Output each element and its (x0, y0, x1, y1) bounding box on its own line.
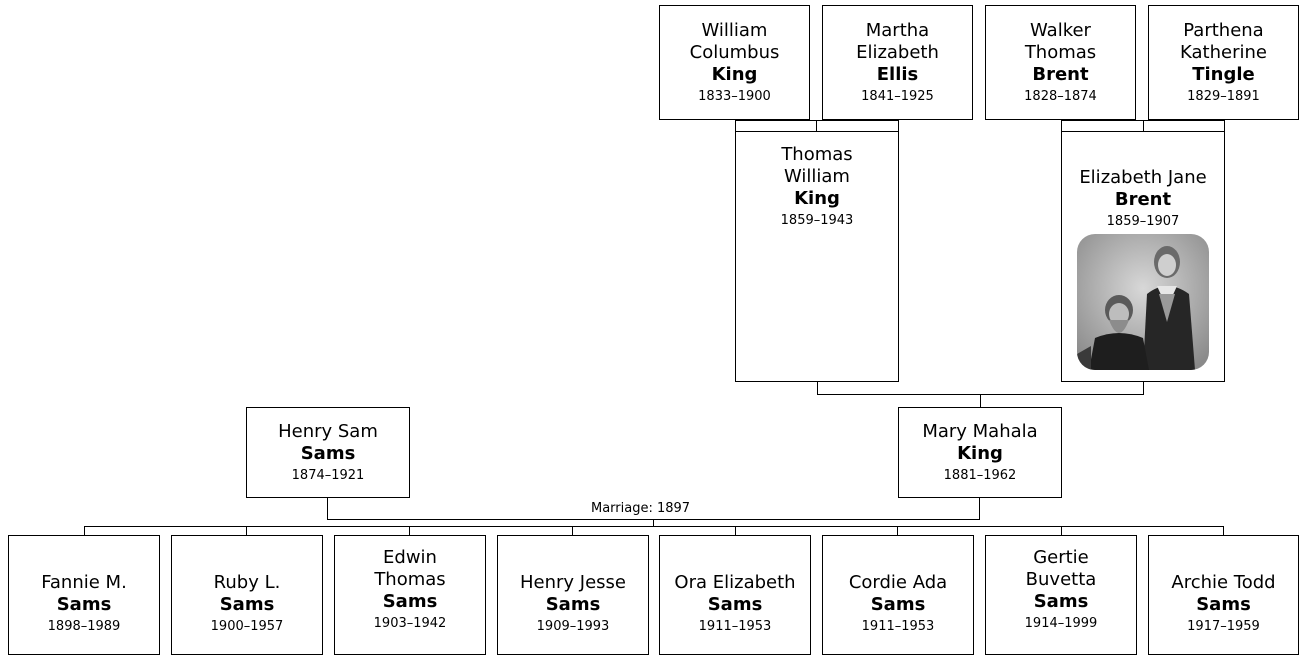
person-card-cordie-ada-sams[interactable]: Cordie Ada Sams 1911–1953 (822, 535, 974, 655)
person-lifespan: 1833–1900 (698, 89, 771, 104)
person-surname: Sams (1196, 594, 1251, 615)
person-surname: Tingle (1192, 64, 1255, 85)
person-lifespan: 1881–1962 (943, 468, 1017, 483)
person-lifespan: 1898–1989 (47, 619, 121, 634)
person-card-henry-jesse-sams[interactable]: Henry Jesse Sams 1909–1993 (497, 535, 649, 655)
person-surname: Sams (56, 594, 112, 615)
person-surname: King (957, 443, 1003, 464)
connector-line (898, 120, 899, 131)
connector-line (980, 394, 981, 407)
person-surname: Sams (219, 594, 275, 615)
person-card-elizabeth-jane-brent[interactable]: Elizabeth Jane Brent 1859–1907 (1061, 131, 1225, 382)
person-lifespan: 1828–1874 (1024, 89, 1097, 104)
person-given-name: Cordie Ada (848, 572, 948, 593)
person-surname: Sams (382, 591, 438, 612)
person-given-name: Elizabeth Jane (1079, 167, 1207, 188)
person-surname: King (794, 188, 840, 209)
person-given-name: Mary Mahala (922, 421, 1038, 442)
person-lifespan: 1917–1959 (1187, 619, 1260, 634)
person-surname: Ellis (876, 64, 919, 85)
person-lifespan: 1903–1942 (373, 616, 447, 631)
connector-line (572, 526, 573, 535)
person-card-parthena-katherine-tingle[interactable]: Parthena Katherine Tingle 1829–1891 (1148, 5, 1299, 120)
person-card-henry-sam-sams[interactable]: Henry Sam Sams 1874–1921 (246, 407, 410, 498)
person-lifespan: 1859–1907 (1106, 214, 1180, 229)
person-given-name: Parthena Katherine (1180, 20, 1267, 63)
connector-line (1061, 120, 1062, 131)
connector-line (1143, 120, 1144, 132)
person-lifespan: 1874–1921 (291, 468, 365, 483)
connector-line (817, 382, 818, 394)
person-card-william-columbus-king[interactable]: William Columbus King 1833–1900 (659, 5, 810, 120)
person-given-name: William Columbus (689, 20, 780, 63)
person-given-name: Walker Thomas (1024, 20, 1097, 63)
connector-line (979, 498, 980, 519)
connector-line (653, 519, 654, 526)
person-card-gertie-buvetta-sams[interactable]: Gertie Buvetta Sams 1914–1999 (985, 535, 1137, 655)
person-card-walker-thomas-brent[interactable]: Walker Thomas Brent 1828–1874 (985, 5, 1136, 120)
connector-line (246, 526, 247, 535)
marriage-label: Marriage: 1897 (589, 501, 693, 516)
connector-line (735, 120, 736, 131)
connector-line (897, 526, 898, 535)
person-given-name: Edwin Thomas (374, 547, 446, 590)
person-card-martha-elizabeth-ellis[interactable]: Martha Elizabeth Ellis 1841–1925 (822, 5, 973, 120)
person-given-name: Henry Sam (278, 421, 378, 442)
connector-line (1061, 526, 1062, 535)
person-surname: Sams (545, 594, 601, 615)
connector-line (409, 526, 410, 535)
person-lifespan: 1829–1891 (1187, 89, 1260, 104)
person-card-ora-elizabeth-sams[interactable]: Ora Elizabeth Sams 1911–1953 (659, 535, 811, 655)
person-given-name: Martha Elizabeth (856, 20, 939, 63)
person-given-name: Ruby L. (213, 572, 281, 593)
portrait-photo[interactable] (1077, 234, 1209, 370)
connector-line (84, 526, 1224, 527)
person-surname: Sams (1033, 591, 1089, 612)
person-given-name: Henry Jesse (519, 572, 626, 593)
person-given-name: Fannie M. (41, 572, 127, 593)
person-card-archie-todd-sams[interactable]: Archie Todd Sams 1917–1959 (1148, 535, 1299, 655)
person-card-fannie-m-sams[interactable]: Fannie M. Sams 1898–1989 (8, 535, 160, 655)
connector-line (1223, 526, 1224, 535)
person-lifespan: 1900–1957 (210, 619, 284, 634)
person-card-thomas-william-king[interactable]: Thomas William King 1859–1943 (735, 131, 899, 382)
person-surname: Sams (870, 594, 926, 615)
person-given-name: Ora Elizabeth (674, 572, 796, 593)
person-lifespan: 1841–1925 (861, 89, 934, 104)
person-lifespan: 1911–1953 (861, 619, 935, 634)
connector-line (84, 526, 85, 535)
person-lifespan: 1914–1999 (1024, 616, 1098, 631)
person-surname: Sams (300, 443, 356, 464)
connector-line (1224, 120, 1225, 131)
person-given-name: Thomas William (781, 144, 853, 187)
person-given-name: Gertie Buvetta (1025, 547, 1097, 590)
connector-line (816, 120, 817, 132)
person-lifespan: 1859–1943 (780, 213, 854, 228)
person-card-mary-mahala-king[interactable]: Mary Mahala King 1881–1962 (898, 407, 1062, 498)
portrait-photo-image (1077, 234, 1209, 370)
person-surname: King (711, 64, 758, 85)
person-surname: Brent (1032, 64, 1089, 85)
connector-line (735, 120, 899, 121)
person-surname: Brent (1114, 189, 1172, 210)
connector-line (1143, 382, 1144, 394)
person-surname: Sams (707, 594, 763, 615)
person-card-edwin-thomas-sams[interactable]: Edwin Thomas Sams 1903–1942 (334, 535, 486, 655)
person-given-name: Archie Todd (1171, 572, 1276, 593)
connector-line (735, 526, 736, 535)
person-card-ruby-l-sams[interactable]: Ruby L. Sams 1900–1957 (171, 535, 323, 655)
person-lifespan: 1909–1993 (536, 619, 610, 634)
person-lifespan: 1911–1953 (698, 619, 772, 634)
connector-line (327, 498, 328, 519)
